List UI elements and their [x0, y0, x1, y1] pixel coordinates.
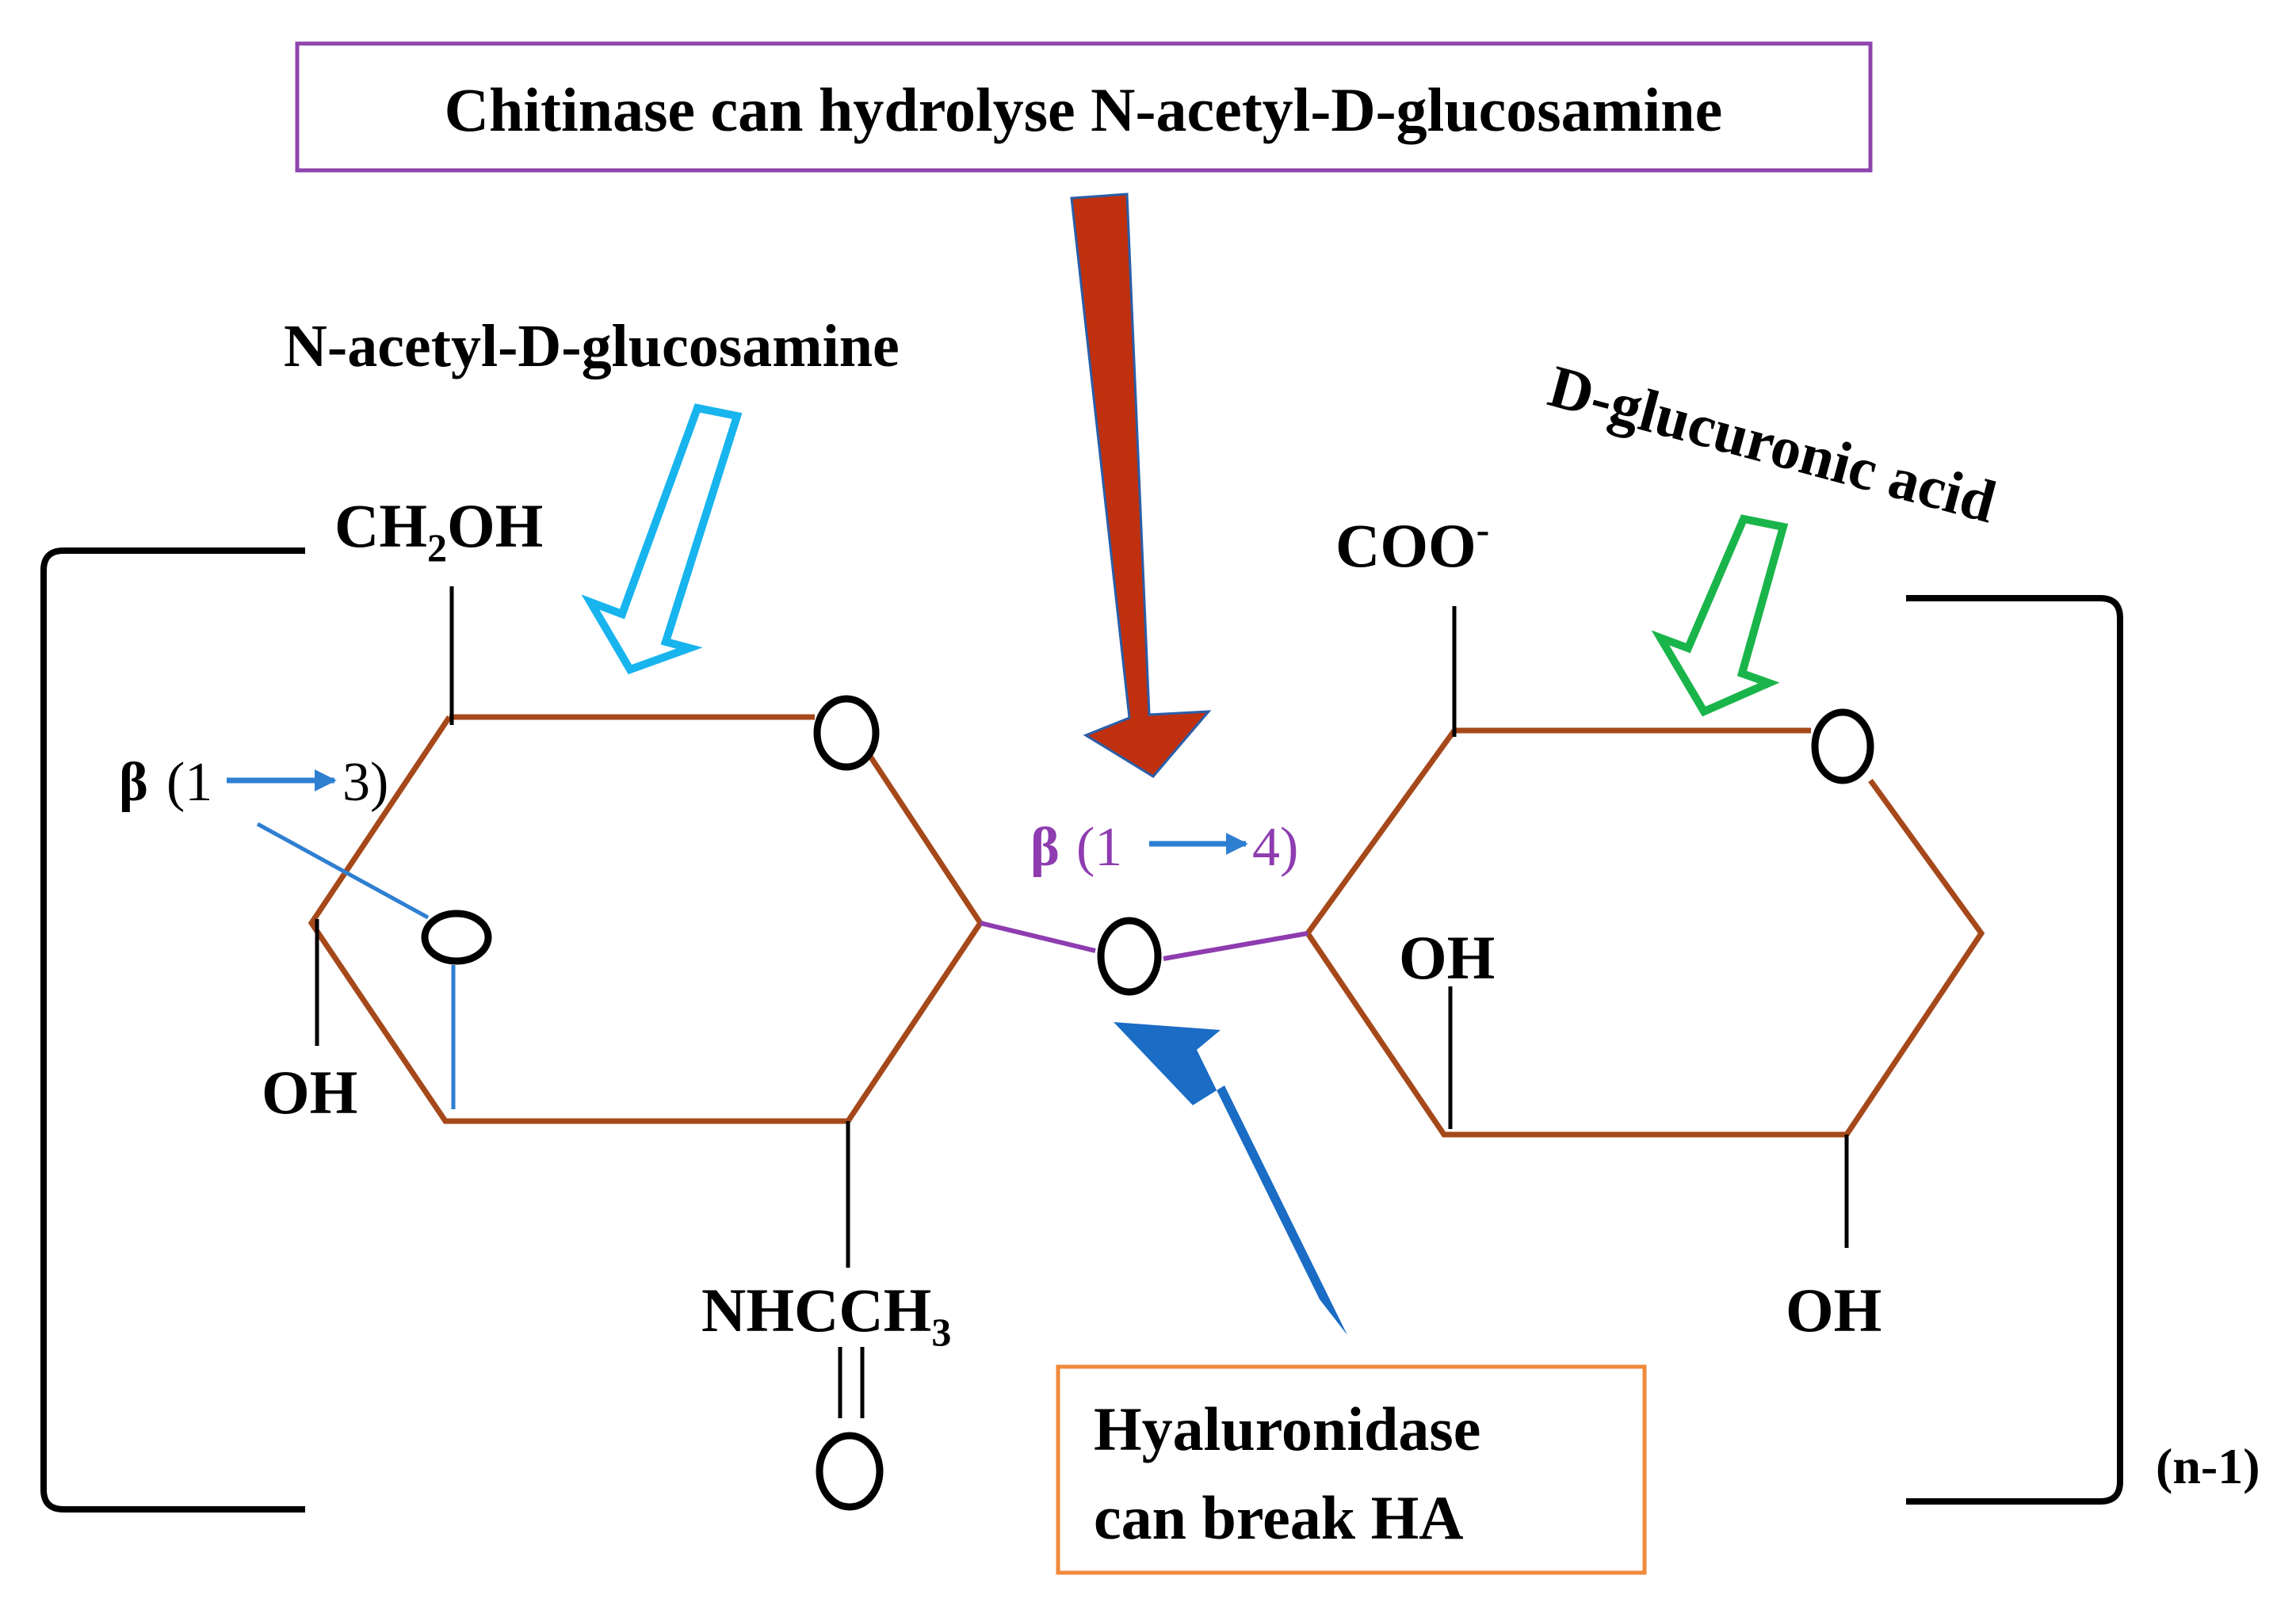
- glcua-ring: [1304, 727, 1985, 1138]
- bracket-right: [1906, 595, 2123, 1505]
- hyaluronidase-box: [1056, 1364, 1647, 1575]
- coo-label: COO-: [1335, 507, 1489, 580]
- ring-oxygen-left: [813, 695, 880, 771]
- beta13-open: (1: [166, 752, 212, 813]
- glycosidic-oxygen: [1097, 917, 1162, 996]
- oh-left-label: OH: [262, 1058, 357, 1127]
- beta14-open: (1: [1076, 817, 1122, 878]
- chitinase-label: Chitinase can hydrolyse N-acetyl-D-gluco…: [445, 75, 1723, 144]
- ch2oh-label: CH2OH: [334, 491, 543, 570]
- glcnac-label: N-acetyl-D-glucosamine: [284, 313, 900, 380]
- glycosidic-bond-14: [980, 921, 1308, 961]
- hyaluronidase-label-line2: can break HA: [1094, 1483, 1464, 1552]
- glcua-label: D-glucuronic acid: [1542, 353, 2003, 536]
- beta13-close: 3): [342, 752, 388, 813]
- glycosidic-oxygen-13: [421, 910, 492, 965]
- beta13-beta: β: [119, 752, 148, 813]
- glycosidic-bond-13-upper: [256, 822, 430, 920]
- arrow-blue-up-icon: [1114, 1022, 1347, 1335]
- nhcch3-label: NHCCH3: [701, 1276, 951, 1354]
- beta14-close: 4): [1252, 817, 1298, 878]
- repeat-label: (n-1): [2156, 1438, 2260, 1494]
- chitinase-box: [295, 41, 1873, 173]
- hyaluronidase-label-line1: Hyaluronidase: [1094, 1394, 1480, 1463]
- glcnac-ring: [308, 714, 984, 1124]
- beta14-beta: β: [1030, 817, 1060, 878]
- arrow-cyan-outline-icon: [581, 403, 743, 675]
- carbonyl-oxygen: [816, 1432, 884, 1511]
- arrow-green-outline-icon: [1651, 514, 1789, 717]
- ring-oxygen-right: [1811, 708, 1874, 784]
- oh-mid-label: OH: [1399, 923, 1495, 992]
- oh-right-label: OH: [1786, 1276, 1881, 1345]
- bracket-left: [40, 547, 305, 1513]
- arrow-red-down-icon: [1070, 193, 1212, 778]
